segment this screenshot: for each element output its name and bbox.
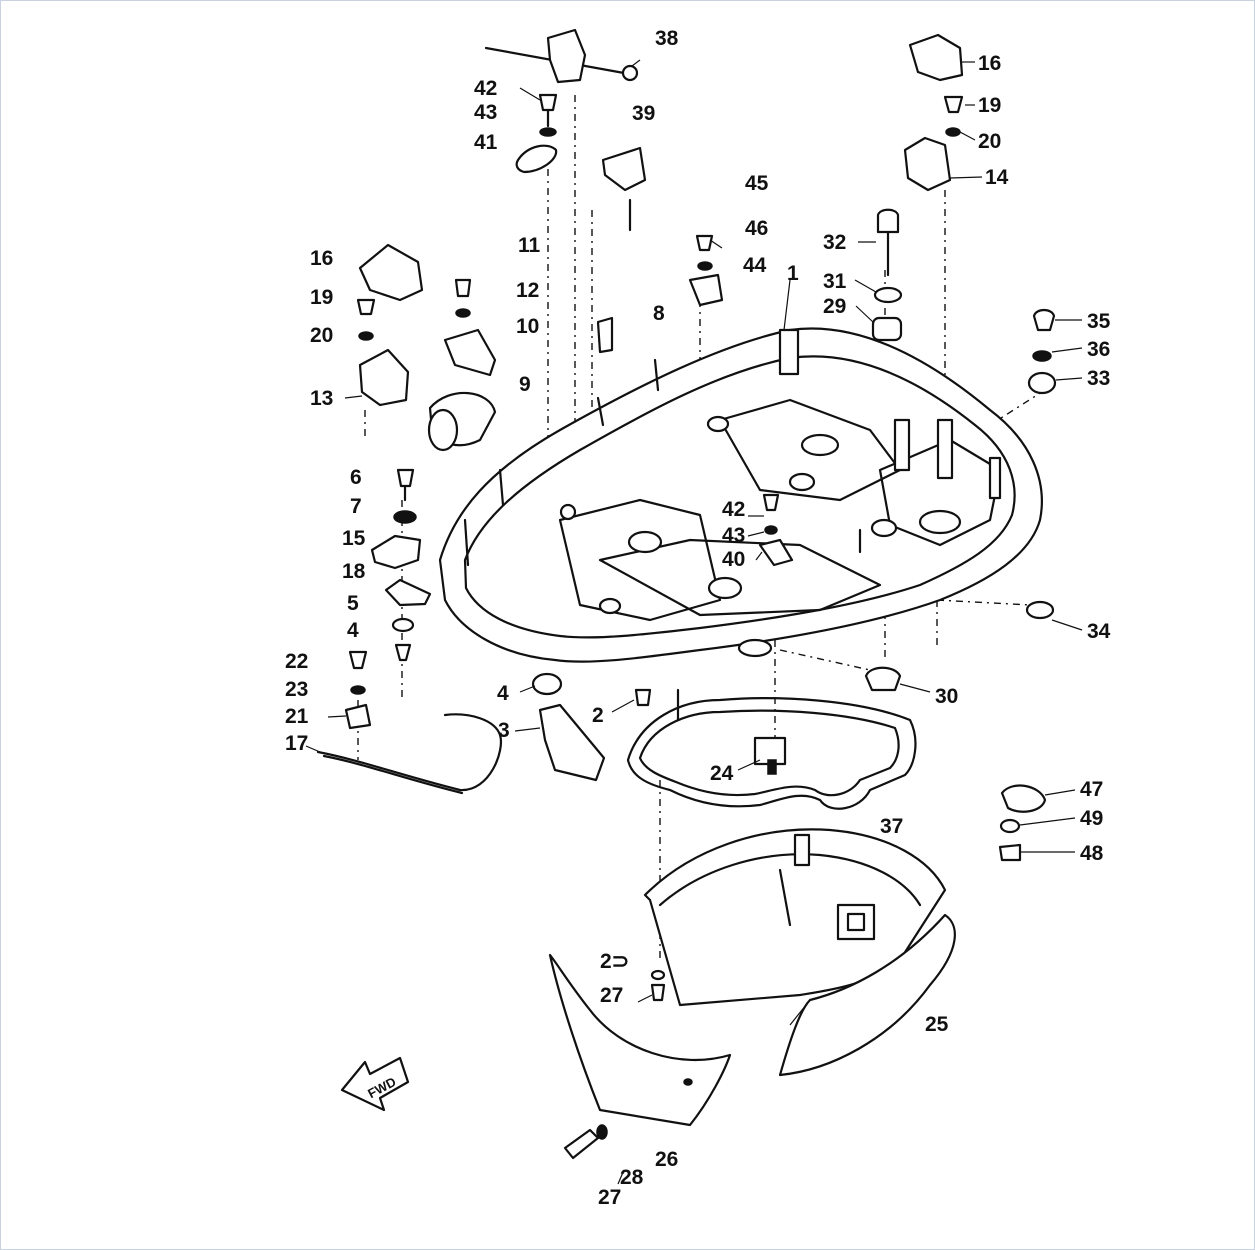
part-label-4-left: 4: [347, 619, 359, 642]
part-label-38: 38: [655, 27, 679, 50]
part-label-19-right: 19: [978, 94, 1001, 117]
part-label-8: 8: [653, 302, 665, 325]
part-label-47: 47: [1080, 778, 1103, 801]
part-label-10: 10: [516, 315, 539, 338]
part-label-41: 41: [474, 131, 498, 154]
part-label-27-upper: 27: [600, 984, 623, 1007]
part-label-9: 9: [519, 373, 531, 396]
part-label-17: 17: [285, 732, 308, 755]
part-label-32: 32: [823, 231, 846, 254]
part-label-26: 26: [655, 1148, 678, 1171]
part-label-27-lower: 27: [598, 1186, 621, 1209]
small-parts: [316, 28, 1057, 1160]
part-label-44: 44: [743, 254, 767, 277]
part-label-34: 34: [1087, 620, 1111, 643]
part-label-46: 46: [745, 217, 768, 240]
part-label-4-mid: 4: [497, 682, 509, 705]
part-label-24: 24: [710, 762, 734, 785]
part-label-2: 2: [592, 704, 604, 727]
gasket-frame: [626, 688, 917, 810]
part-label-35: 35: [1087, 310, 1111, 333]
part-label-40: 40: [722, 548, 745, 571]
part-label-16-left: 16: [310, 247, 333, 270]
part-label-6: 6: [350, 466, 362, 489]
part-label-14: 14: [985, 166, 1009, 189]
part-label-25: 25: [925, 1013, 949, 1036]
part-label-49: 49: [1080, 807, 1103, 830]
part-label-45: 45: [745, 172, 769, 195]
part-label-20-left: 20: [310, 324, 333, 347]
part-label-39: 39: [632, 102, 655, 125]
part-label-13: 13: [310, 387, 333, 410]
fwd-arrow: FWD: [340, 1056, 410, 1112]
part-label-30: 30: [935, 685, 958, 708]
part-label-29: 29: [823, 295, 846, 318]
part-label-37: 37: [880, 815, 903, 838]
part-label-15: 15: [342, 527, 366, 550]
part-label-12: 12: [516, 279, 539, 302]
part-label-31: 31: [823, 270, 847, 293]
part-label-11: 11: [518, 234, 541, 257]
part-label-42-mid: 42: [722, 498, 745, 521]
part-label-48: 48: [1080, 842, 1104, 865]
part-label-16-right: 16: [978, 52, 1001, 75]
part-label-23: 23: [285, 678, 308, 701]
part-label-28-upper: 2⊃: [600, 950, 629, 973]
part-label-36: 36: [1087, 338, 1110, 361]
part-label-33: 33: [1087, 367, 1110, 390]
bottom-cowling: [438, 327, 1043, 663]
part-label-19-left: 19: [310, 286, 333, 309]
part-label-1: 1: [787, 262, 799, 285]
part-label-43-mid: 43: [722, 524, 745, 547]
part-label-20-right: 20: [978, 130, 1001, 153]
part-label-43-top: 43: [474, 101, 497, 124]
part-label-3: 3: [498, 719, 510, 742]
part-label-21: 21: [285, 705, 309, 728]
part-label-28-lower: 28: [620, 1166, 644, 1189]
lower-apron: [548, 828, 956, 1127]
part-labels: 38 42 43 41 39 16 19 20 14 45 46 44 1 32…: [285, 27, 1111, 1209]
part-label-42-top: 42: [474, 77, 497, 100]
part-label-5: 5: [347, 592, 359, 615]
leader-lines: [305, 59, 1083, 1185]
part-label-22: 22: [285, 650, 308, 673]
part-label-7: 7: [350, 495, 362, 518]
part-label-18: 18: [342, 560, 366, 583]
